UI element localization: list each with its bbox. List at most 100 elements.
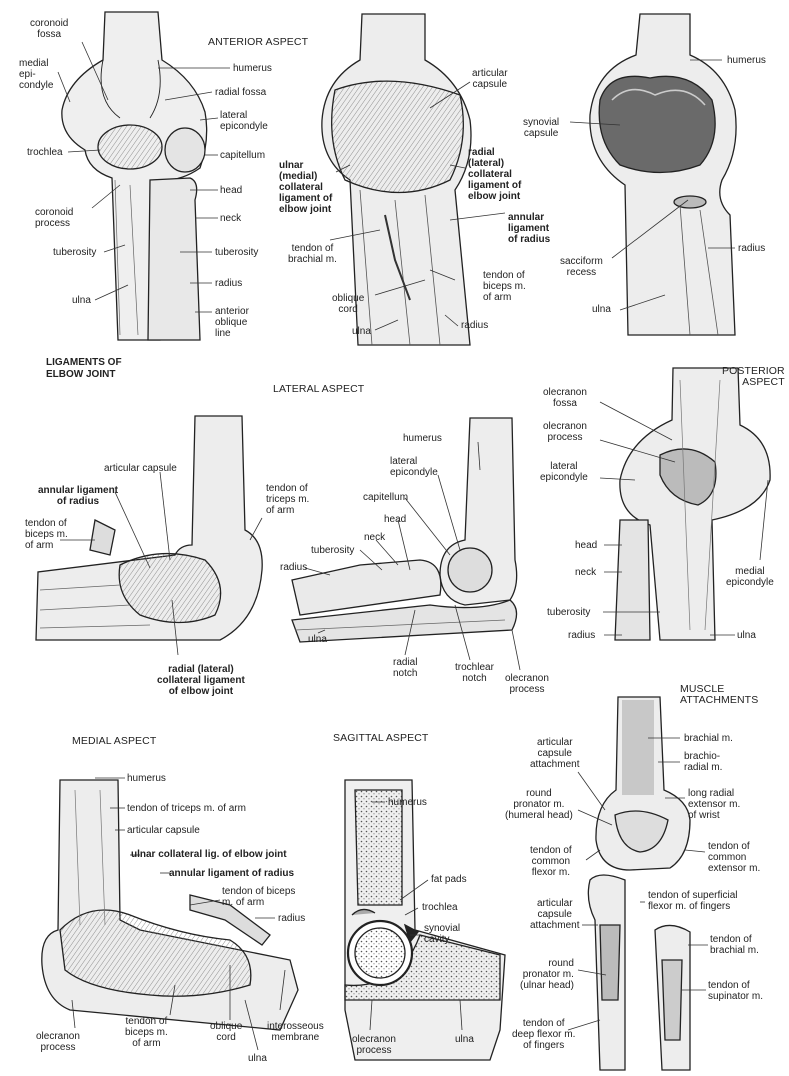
posterior-figure	[615, 368, 770, 640]
lateral-ligaments-figure	[36, 416, 262, 640]
label-tendon-triceps-lateral: tendon of triceps m. of arm	[266, 483, 309, 516]
label-tendon-brachial-attachment: tendon of brachial m.	[710, 934, 759, 956]
label-coronoid-fossa: coronoid fossa	[30, 18, 68, 40]
label-radial-collateral-lateral: radial (lateral) collateral ligament of …	[157, 664, 245, 697]
heading-medial-aspect: MEDIAL ASPECT	[72, 736, 156, 747]
label-radius-lateral: radius	[280, 562, 307, 573]
label-olecranon-process-posterior: olecranon process	[543, 421, 587, 443]
label-articular-capsule-anterior: articular capsule	[472, 68, 508, 90]
label-head: head	[220, 185, 242, 196]
label-capitellum: capitellum	[220, 150, 265, 161]
label-olecranon-process-lateral: olecranon process	[505, 673, 549, 695]
label-coronoid-process: coronoid process	[35, 207, 73, 229]
label-humerus-medial: humerus	[127, 773, 166, 784]
label-medial-epicondyle: medial epi- condyle	[19, 58, 53, 91]
label-ulnar-collateral-medial: ulnar collateral lig. of elbow joint	[131, 849, 287, 860]
label-ulna-anterior: ulna	[352, 326, 371, 337]
label-humerus-synovial: humerus	[727, 55, 766, 66]
title-panel: LIGAMENTS OF ELBOW JOINT	[40, 354, 136, 384]
label-tuberosity-posterior: tuberosity	[547, 607, 590, 618]
label-articular-capsule-attachment-bottom: articular capsule attachment	[530, 898, 579, 931]
label-tendon-common-extensor: tendon of common extensor m.	[708, 841, 760, 874]
label-radius: radius	[215, 278, 242, 289]
label-humerus-sagittal: humerus	[388, 797, 427, 808]
label-tuberosity-ulna: tuberosity	[53, 247, 96, 258]
label-radial-fossa: radial fossa	[215, 87, 266, 98]
label-lateral-epicondyle-posterior: lateral epicondyle	[540, 461, 588, 483]
label-ulna-lateral: ulna	[308, 634, 327, 645]
label-tendon-brachial: tendon of brachial m.	[288, 243, 337, 265]
label-radius-posterior: radius	[568, 630, 595, 641]
sagittal-figure	[345, 780, 505, 1060]
label-radial-collateral-ligament: radial (lateral) collateral ligament of …	[468, 147, 521, 202]
label-lateral-epicondyle: lateral epicondyle	[220, 110, 268, 132]
label-ulna-medial: ulna	[248, 1053, 267, 1064]
label-fat-pads: fat pads	[431, 874, 467, 885]
label-head-posterior: head	[575, 540, 597, 551]
anterior-bones-figure	[62, 12, 207, 340]
heading-sagittal-aspect: SAGITTAL ASPECT	[333, 733, 428, 744]
label-articular-capsule-attachment-top: articular capsule attachment	[530, 737, 579, 770]
label-neck: neck	[220, 213, 241, 224]
label-brachial-m: brachial m.	[684, 733, 733, 744]
label-ulna-synovial: ulna	[592, 304, 611, 315]
heading-lateral-aspect: LATERAL ASPECT	[273, 384, 364, 395]
label-olecranon-process-medial: olecranon process	[36, 1031, 80, 1053]
label-tendon-deep-flexor: tendon of deep flexor m. of fingers	[512, 1018, 575, 1051]
heading-posterior-aspect: POSTERIOR ASPECT	[722, 366, 785, 388]
label-oblique-cord-medial: oblique cord	[210, 1021, 242, 1043]
label-olecranon-fossa: olecranon fossa	[543, 387, 587, 409]
label-articular-capsule-medial: articular capsule	[127, 825, 200, 836]
label-capitellum-lateral: capitellum	[363, 492, 408, 503]
label-tendon-biceps-medial-top: tendon of biceps m. of arm	[222, 886, 295, 908]
label-synovial-cavity: synovial cavity	[424, 923, 460, 945]
label-trochlea-sagittal: trochlea	[422, 902, 458, 913]
label-tendon-triceps-medial: tendon of triceps m. of arm	[127, 803, 246, 814]
label-tendon-biceps-lateral: tendon of biceps m. of arm	[25, 518, 68, 551]
plate-title: LIGAMENTS OF ELBOW JOINT	[46, 357, 122, 381]
label-neck-posterior: neck	[575, 567, 596, 578]
label-sacciform-recess: sacciform recess	[560, 256, 603, 278]
label-articular-capsule-lateral: articular capsule	[104, 463, 177, 474]
label-tendon-common-flexor: tendon of common flexor m.	[530, 845, 572, 878]
label-olecranon-process-sagittal: olecranon process	[352, 1034, 396, 1056]
label-annular-ligament-medial: annular ligament of radius	[169, 868, 294, 879]
label-tendon-biceps-medial-bottom: tendon of biceps m. of arm	[125, 1016, 168, 1049]
label-lateral-epicondyle-bones: lateral epicondyle	[390, 456, 438, 478]
label-annular-ligament-lateral: annular ligament of radius	[38, 485, 118, 507]
label-tuberosity-radius: tuberosity	[215, 247, 258, 258]
label-trochlear-notch: trochlear notch	[455, 662, 494, 684]
label-annular-ligament: annular ligament of radius	[508, 212, 550, 245]
label-anterior-oblique-line: anterior oblique line	[215, 306, 249, 339]
label-head-lateral: head	[384, 514, 406, 525]
label-medial-epicondyle-posterior: medial epicondyle	[726, 566, 774, 588]
label-ulna-sagittal: ulna	[455, 1034, 474, 1045]
label-ulnar-collateral-ligament: ulnar (medial) collateral ligament of el…	[279, 160, 332, 215]
label-tendon-biceps: tendon of biceps m. of arm	[483, 270, 526, 303]
label-trochlea: trochlea	[27, 147, 63, 158]
label-tuberosity-lateral: tuberosity	[311, 545, 354, 556]
label-long-radial-extensor: long radial extensor m. of wrist	[688, 788, 740, 821]
label-round-pronator-humeral: round pronator m. (humeral head)	[505, 788, 573, 821]
label-ulna-posterior: ulna	[737, 630, 756, 641]
label-tendon-supinator: tendon of supinator m.	[708, 980, 763, 1002]
label-humerus-lateral-bones: humerus	[403, 433, 442, 444]
label-radius-synovial: radius	[738, 243, 765, 254]
muscle-attachments-figure	[588, 697, 690, 1070]
label-ulna: ulna	[72, 295, 91, 306]
label-oblique-cord: oblique cord	[332, 293, 364, 315]
label-radius-medial: radius	[278, 913, 305, 924]
label-neck-lateral: neck	[364, 532, 385, 543]
label-tendon-superficial-flexor: tendon of superficial flexor m. of finge…	[648, 890, 738, 912]
lateral-bones-figure	[292, 418, 517, 642]
label-humerus: humerus	[233, 63, 272, 74]
label-radius-anterior: radius	[461, 320, 488, 331]
heading-anterior-aspect: ANTERIOR ASPECT	[208, 37, 308, 48]
label-radial-notch: radial notch	[393, 657, 417, 679]
label-round-pronator-ulnar: round pronator m. (ulnar head)	[520, 958, 574, 991]
label-interosseous-membrane: interosseous membrane	[267, 1021, 324, 1043]
label-synovial-capsule: synovial capsule	[523, 117, 559, 139]
label-brachioradial-m: brachio- radial m.	[684, 751, 722, 773]
